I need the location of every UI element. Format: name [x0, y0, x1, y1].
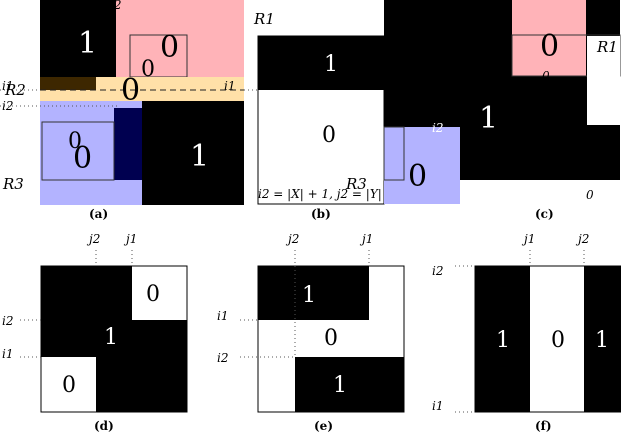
panel-a-navy-block	[114, 108, 142, 180]
panel-a-label-1: 1	[78, 26, 97, 61]
panel-e-label-0: 0	[324, 326, 338, 351]
caption-d: (d)	[94, 419, 114, 433]
panel-d-i2: i2	[2, 314, 13, 328]
panel-c-i2-label: i2	[432, 121, 443, 135]
panel-f-j1: j1	[521, 232, 535, 246]
panel-f-label-1-right: 1	[595, 328, 609, 353]
panel-e-j2: j2	[285, 232, 299, 246]
panel-a-i1-left: i1	[2, 79, 13, 93]
panel-c-label-0-small: 0	[586, 188, 594, 202]
panel-c: 0 0 1 0 0 R1 i2	[383, 0, 621, 204]
panel-b-black-top	[258, 36, 384, 90]
panel-d-label-0-tr: 0	[146, 282, 160, 307]
panel-f-i2: i2	[432, 264, 443, 278]
panel-e-label-1-bottom: 1	[333, 373, 347, 398]
panel-f-label-1-left: 1	[496, 328, 510, 353]
panel-d-j2: j2	[86, 232, 100, 246]
panel-c-label-1: 1	[479, 101, 498, 136]
panel-a-label-1-right: 1	[190, 139, 209, 174]
panel-e-j1: j1	[359, 232, 373, 246]
panel-a-pink-region	[116, 0, 244, 77]
panel-a-label-0-blue-small: 0	[68, 129, 82, 154]
panel-a-blue-inner-box	[41, 121, 115, 181]
panel-b: 1 0 R1 R3 i2 = |X| + 1, j2 = |Y| + 1	[244, 10, 407, 205]
caption-a: (a)	[89, 207, 108, 221]
panel-c-pink	[512, 0, 586, 76]
panel-d-label-1: 1	[104, 325, 118, 350]
panel-a-label-0-small: 0	[141, 57, 155, 82]
panel-f-i1: i1	[432, 399, 443, 413]
caption-b: (b)	[311, 207, 331, 221]
panel-f-black-right	[584, 266, 621, 412]
panel-f-black-left	[475, 266, 530, 412]
panel-c-R1-label: R1	[596, 38, 618, 56]
panel-a-label-0-pink: 0	[160, 30, 179, 65]
caption-f: (f)	[535, 419, 552, 433]
panel-a-R2-label: R2	[4, 81, 26, 99]
panel-f: 1 0 1 j1 j2 i2 i1	[432, 232, 621, 413]
panel-d-i1: i1	[2, 347, 13, 361]
panel-a-label-0-band: 0	[121, 73, 140, 108]
panel-d-white-tr	[132, 266, 187, 320]
panel-c-blue	[384, 127, 460, 204]
panel-a: 1 0 0 0 0 0 1 R2 i1 i2 i1 i2 R3	[0, 0, 244, 205]
panel-d-frame	[40, 265, 188, 413]
panel-d-label-0-bl: 0	[62, 373, 76, 398]
panel-b-R1-label: R1	[253, 10, 275, 28]
panel-c-blue-box	[383, 126, 405, 181]
panel-a-R3-label: R3	[2, 175, 24, 193]
panel-f-label-0: 0	[551, 328, 565, 353]
panel-f-j2: j2	[575, 232, 589, 246]
panel-a-top-label: i2	[110, 0, 121, 12]
panel-c-white-strip	[587, 36, 620, 125]
panel-d: 1 0 0 j2 j1 i2 i1	[2, 232, 188, 413]
panel-c-label-0-blue: 0	[408, 159, 427, 194]
caption-c: (c)	[535, 207, 554, 221]
panel-e-black-top	[258, 266, 369, 320]
panel-b-formula: i2 = |X| + 1, j2 = |Y| + 1	[258, 187, 407, 201]
panel-a-brown-block	[40, 77, 96, 90]
caption-e: (e)	[314, 419, 333, 433]
panel-d-white-bl	[41, 357, 96, 412]
panel-e: 1 0 1 j2 j1 i1 i2	[217, 232, 405, 413]
panel-a-label-0-blue: 0	[73, 141, 92, 176]
panel-e-i2: i2	[217, 351, 228, 365]
panel-e-black-bottom	[295, 357, 404, 412]
panel-e-label-1-top: 1	[302, 283, 316, 308]
panel-a-i2-left: i2	[2, 99, 13, 113]
panel-a-i1-right: i1	[224, 79, 235, 93]
panel-b-label-0: 0	[322, 123, 336, 148]
panel-c-label-0-pink2: 0	[542, 69, 550, 83]
panel-d-j1: j1	[123, 232, 137, 246]
panel-b-label-1: 1	[324, 52, 338, 77]
panel-e-i1: i1	[217, 309, 228, 323]
panel-c-label-0-pink: 0	[540, 29, 559, 64]
panel-b-R3-label: R3	[345, 175, 367, 193]
